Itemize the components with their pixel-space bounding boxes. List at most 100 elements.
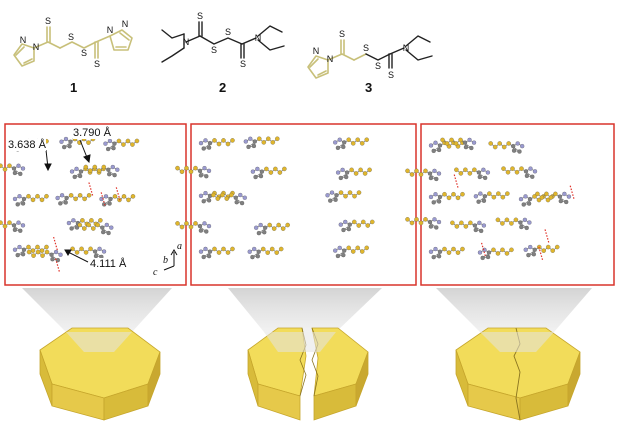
atom bbox=[564, 199, 569, 205]
atom bbox=[107, 172, 112, 177]
crystal-packing-1-atoms bbox=[0, 136, 140, 263]
atom bbox=[201, 254, 206, 260]
svg-text:N: N bbox=[313, 46, 320, 56]
atom bbox=[266, 136, 271, 142]
atom bbox=[337, 245, 342, 251]
atom bbox=[179, 224, 185, 230]
annotation-arrows bbox=[44, 139, 91, 263]
atom bbox=[2, 224, 8, 229]
atom bbox=[473, 227, 478, 233]
atom bbox=[463, 167, 468, 173]
atom bbox=[233, 195, 238, 200]
atom bbox=[280, 226, 286, 231]
atom bbox=[11, 166, 17, 171]
atom bbox=[517, 149, 522, 154]
atom bbox=[17, 194, 22, 199]
atom bbox=[477, 174, 482, 180]
atom bbox=[271, 226, 277, 231]
atom bbox=[107, 201, 112, 206]
atom bbox=[431, 200, 436, 205]
atom bbox=[230, 246, 235, 252]
atom bbox=[250, 169, 256, 174]
atom bbox=[468, 220, 473, 226]
atom bbox=[30, 248, 36, 253]
atom bbox=[106, 167, 111, 172]
atom bbox=[361, 219, 366, 225]
svg-text:N: N bbox=[20, 35, 27, 45]
atom bbox=[257, 136, 262, 142]
atom bbox=[481, 198, 487, 203]
atom bbox=[16, 163, 21, 168]
atom bbox=[20, 252, 26, 257]
atom bbox=[515, 141, 520, 146]
atom bbox=[106, 230, 111, 236]
atom bbox=[39, 197, 45, 203]
atom bbox=[193, 221, 198, 226]
atom bbox=[544, 191, 549, 197]
atom bbox=[207, 140, 213, 146]
atom bbox=[80, 218, 85, 223]
atom bbox=[44, 193, 49, 199]
atom bbox=[442, 191, 447, 197]
atom bbox=[495, 217, 501, 223]
atom bbox=[427, 219, 433, 225]
atom bbox=[7, 163, 12, 169]
contact-line bbox=[88, 182, 94, 197]
atom bbox=[21, 196, 27, 202]
atom bbox=[44, 249, 50, 255]
atom bbox=[459, 220, 464, 226]
atom bbox=[254, 225, 259, 230]
atom bbox=[446, 250, 452, 255]
atom bbox=[359, 141, 365, 146]
atom bbox=[454, 224, 460, 229]
atom bbox=[16, 220, 21, 225]
atom bbox=[121, 142, 126, 147]
atom bbox=[437, 194, 443, 200]
atom bbox=[541, 248, 546, 253]
atom bbox=[59, 193, 65, 198]
atom bbox=[203, 138, 208, 143]
atom bbox=[524, 173, 530, 178]
atom bbox=[477, 250, 483, 255]
atom bbox=[69, 169, 75, 174]
atom bbox=[477, 220, 482, 225]
atom bbox=[344, 174, 349, 180]
atom bbox=[71, 218, 76, 223]
atom bbox=[436, 219, 442, 225]
atom bbox=[285, 222, 290, 228]
atom bbox=[519, 224, 524, 230]
atom bbox=[258, 173, 264, 179]
contact-line bbox=[544, 229, 550, 244]
atom bbox=[230, 138, 235, 143]
atom bbox=[428, 175, 434, 181]
atom bbox=[522, 217, 528, 222]
svg-text:S: S bbox=[45, 16, 51, 26]
atom bbox=[545, 244, 551, 250]
atom bbox=[428, 224, 434, 229]
atom bbox=[481, 223, 487, 228]
atom bbox=[104, 222, 109, 228]
atom bbox=[101, 249, 107, 254]
atom bbox=[20, 201, 26, 206]
atom bbox=[338, 190, 344, 195]
svg-text:N: N bbox=[33, 42, 40, 52]
atom bbox=[476, 199, 481, 204]
atom bbox=[202, 221, 207, 226]
atom bbox=[35, 193, 40, 199]
atom bbox=[506, 141, 511, 146]
atom bbox=[338, 222, 343, 227]
compound-label-3: 3 bbox=[365, 80, 373, 95]
atom bbox=[478, 191, 483, 196]
atom bbox=[511, 148, 517, 153]
atom bbox=[437, 143, 443, 148]
atom bbox=[7, 220, 12, 225]
atom bbox=[107, 138, 113, 144]
atom bbox=[352, 219, 357, 225]
atom bbox=[482, 194, 488, 199]
atom bbox=[329, 190, 335, 195]
atom bbox=[433, 192, 438, 197]
atom bbox=[55, 257, 61, 263]
svg-text:S: S bbox=[211, 45, 217, 55]
atom bbox=[536, 197, 542, 203]
